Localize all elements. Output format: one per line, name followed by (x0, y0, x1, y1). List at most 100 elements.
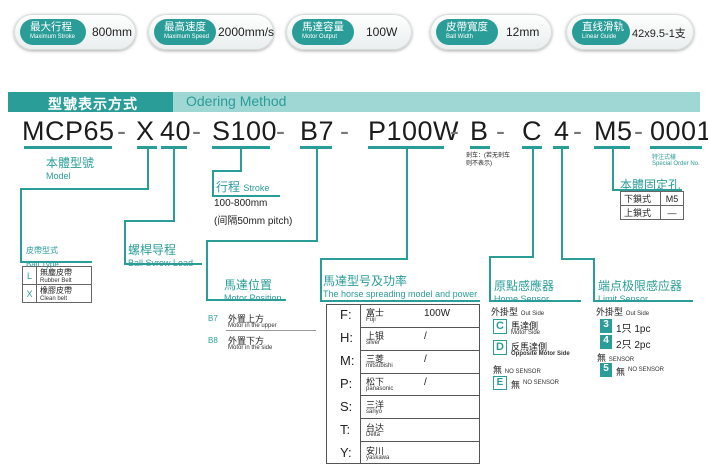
home-code: C (493, 319, 507, 334)
motor-brand-en: mitsubishi (366, 363, 393, 370)
motor-brand-cn: 安川 (366, 445, 385, 456)
fix-title: 本體固定孔 (620, 178, 681, 192)
fix-value: M5 (660, 191, 684, 206)
table-row: 下鎖式 M5 (619, 191, 684, 206)
home-none: 無 NO SENSOR (493, 363, 541, 376)
belt-desc-en: Clean belt (40, 296, 68, 302)
spec-label: 最大行程 Maximum Stroke (20, 19, 86, 45)
divider (360, 304, 361, 464)
motor-brand-cn: 松下 (366, 376, 385, 387)
divider (360, 326, 480, 328)
code-dash: - (276, 116, 286, 146)
connector (212, 170, 214, 196)
spec-label-en: Maximum Speed (164, 34, 210, 40)
fix-value: — (660, 205, 684, 220)
home-cn: 馬達側 (511, 321, 539, 331)
belt-desc-cn: 橡膠皮帶 (40, 286, 72, 295)
table-row: 上鎖式 — (619, 205, 684, 220)
connector (593, 258, 595, 302)
lead-title: 螺桿导程 Ball Svrew Lead (128, 241, 193, 268)
motor-title-en: The horse spreading model and power (323, 289, 478, 299)
motor-pos-title: 馬達位置 Motor Position (224, 276, 282, 303)
motor-title-cn: 馬達型号及功率 (323, 274, 408, 288)
spec-max-speed: 最高速度 Maximum Speed 2000mm/s (148, 14, 274, 50)
limit-head-en: Out Side (625, 311, 650, 317)
home-head-en: Out Side (520, 311, 545, 317)
connector (593, 300, 693, 302)
limit-none: 無 SENSOR (597, 351, 634, 364)
connector (20, 261, 92, 263)
motor-brand-cn: 上银 (366, 331, 385, 342)
motor-brand-cn: 三洋 (366, 399, 385, 410)
spec-label: 直线滑轨 Linear Guide (572, 19, 630, 45)
divider (360, 418, 480, 420)
connector (561, 149, 563, 259)
underline (368, 146, 444, 149)
motor-power: 100W (424, 308, 451, 320)
motor-brand-en: sanyo (366, 408, 383, 415)
underline (300, 146, 332, 149)
code-fix: M5 (594, 116, 633, 146)
underline (553, 146, 569, 149)
home-en: Motor Side (511, 330, 541, 336)
belt-title: 皮帶型式 Ball Type (26, 242, 59, 270)
stroke-title: 行程 Stroke (216, 178, 269, 195)
spec-label: 皮帶寬度 Ball Width (436, 19, 498, 45)
home-none2-en: NO SENSOR (523, 380, 560, 386)
motor-pos-cn: 外置上方 (228, 314, 265, 324)
motor-pos-title-en: Motor Position (224, 293, 282, 303)
spec-value: 100W (366, 25, 398, 39)
home-none-cn: 無 (493, 365, 503, 375)
spec-value: 12mm (506, 25, 540, 39)
home-head-cn: 外掛型 (491, 307, 519, 317)
motor-table (326, 304, 480, 464)
divider (360, 395, 480, 397)
code-dash: - (496, 116, 506, 146)
motor-code: H: (340, 330, 353, 346)
connector (124, 220, 175, 222)
connector (406, 149, 408, 259)
connector (173, 149, 175, 221)
motor-brand-cn: 富士 (366, 308, 385, 319)
motor-brand-cn: 三菱 (366, 354, 385, 365)
home-title-cn: 原點感應器 (494, 279, 555, 293)
motor-code: Y: (340, 444, 352, 460)
connector (612, 149, 614, 191)
code-motor-pos: B7 (300, 116, 335, 146)
connector (320, 300, 480, 302)
connector (212, 195, 280, 197)
motor-code: F: (340, 307, 352, 323)
motor-code: S: (340, 398, 353, 414)
belt-code: X (22, 284, 37, 303)
motor-pos-code: B7 (208, 314, 218, 323)
code-dash: - (573, 116, 583, 146)
motor-brand-en: panasonic (366, 385, 394, 392)
spec-label-cn: 皮帶寬度 (446, 21, 488, 33)
belt-title-cn: 皮帶型式 (26, 246, 58, 255)
motor-pos-code: B8 (208, 336, 218, 345)
limit-none-en: SENSOR (608, 357, 635, 363)
home-code: E (493, 376, 507, 390)
spec-label-en: Maximum Stroke (30, 34, 76, 40)
connector (20, 188, 22, 262)
home-code: D (493, 340, 507, 355)
spec-label-cn: 直线滑轨 (582, 21, 624, 33)
motor-title: 馬達型号及功率 The horse spreading model and po… (323, 272, 477, 299)
connector (612, 189, 682, 191)
spec-motor-output: 馬達容量 Motor Output 100W (286, 14, 412, 50)
lead-title-cn: 螺桿导程 (128, 243, 177, 257)
banner-title-cn: 型號表示方式 (8, 92, 173, 112)
motor-brand-en: Fuji (366, 317, 376, 324)
code-special: 0001 (650, 116, 708, 146)
motor-brand-en: Delta (366, 431, 381, 438)
connector (147, 149, 149, 189)
motor-code: M: (340, 353, 355, 369)
